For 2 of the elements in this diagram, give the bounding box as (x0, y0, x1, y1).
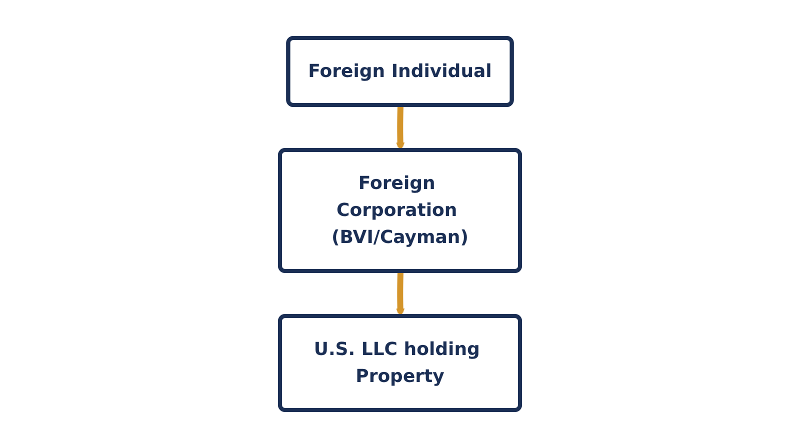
arrow (396, 104, 405, 150)
arrow (396, 270, 405, 316)
